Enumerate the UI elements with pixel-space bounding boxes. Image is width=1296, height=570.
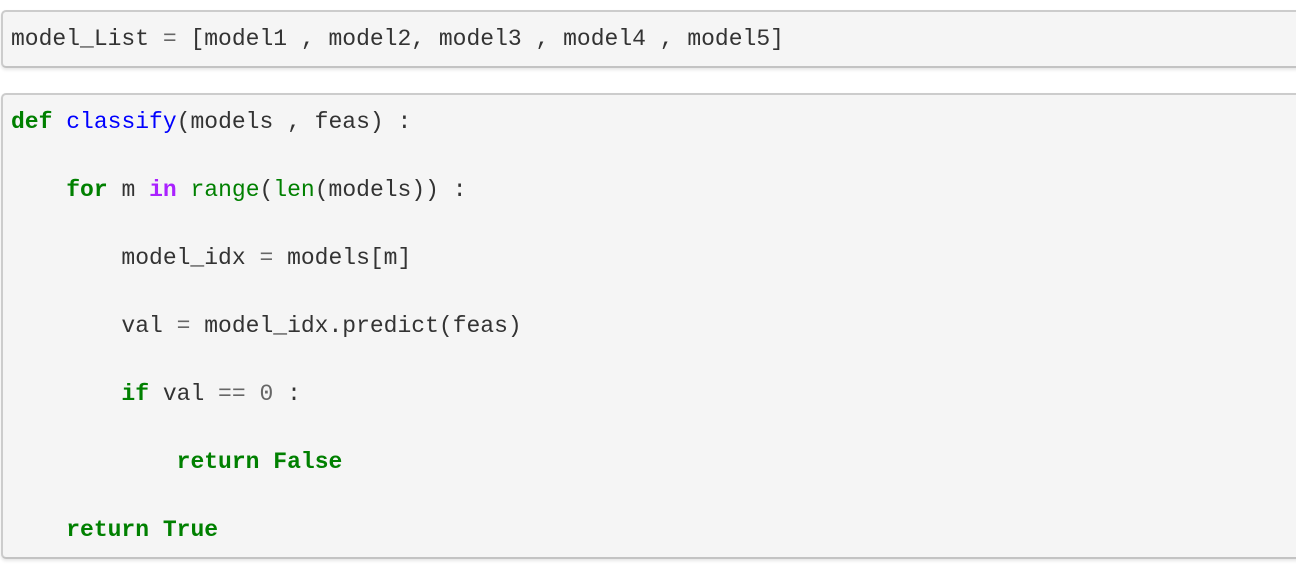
code-line [11,343,1296,377]
code-line [11,411,1296,445]
code-line: val = model_idx.predict(feas) [11,309,1296,343]
code-token: if [121,381,150,407]
code-token [149,517,163,543]
code-line: for m in range(len(models)) : [11,173,1296,207]
code-token: len [273,177,315,203]
code-token: for [66,177,108,203]
code-content: model_List = [model1 , model2, model3 , … [11,22,1296,56]
code-token: = [162,26,177,52]
code-token: : [273,381,301,407]
code-token: models[m] [273,245,412,271]
code-line: model_idx = models[m] [11,241,1296,275]
code-token: 0 [259,381,274,407]
code-token: in [149,177,177,203]
code-line: return False [11,445,1296,479]
code-token: model_idx [11,245,260,271]
code-token [11,381,121,407]
code-token [259,449,273,475]
code-line: if val == 0 : [11,377,1296,411]
code-cell-model-list[interactable]: model_List = [model1 , model2, model3 , … [1,10,1296,68]
code-token: [model1 , model2, model3 , model4 , mode… [176,26,784,52]
code-token: = [259,245,274,271]
code-line [11,479,1296,513]
code-token: classify [66,109,177,135]
code-line [11,139,1296,173]
code-cell-classify-function[interactable]: def classify(models , feas) : for m in r… [1,93,1296,559]
code-line: def classify(models , feas) : [11,105,1296,139]
code-token [177,177,191,203]
code-token: False [273,449,343,475]
code-token: range [190,177,260,203]
code-token: m [107,177,150,203]
code-line [11,207,1296,241]
code-token: model_List [11,26,163,52]
code-token: return [66,517,150,543]
code-token: val [11,313,177,339]
code-token [11,449,177,475]
code-token: == [218,381,246,407]
code-token: True [162,517,219,543]
code-token: (models , feas) : [176,109,412,135]
code-token [246,381,260,407]
code-token: ( [259,177,274,203]
code-line: return True [11,513,1296,547]
code-token: model_idx.predict(feas) [190,313,522,339]
code-token [11,517,66,543]
code-token [11,177,66,203]
code-line: model_List = [model1 , model2, model3 , … [11,22,1296,56]
code-content: def classify(models , feas) : for m in r… [11,105,1296,547]
code-token: def [11,109,53,135]
code-token [52,109,66,135]
code-token: return [176,449,260,475]
code-token: val [149,381,219,407]
code-token: (models)) : [314,177,467,203]
code-line [11,275,1296,309]
code-token: = [176,313,191,339]
